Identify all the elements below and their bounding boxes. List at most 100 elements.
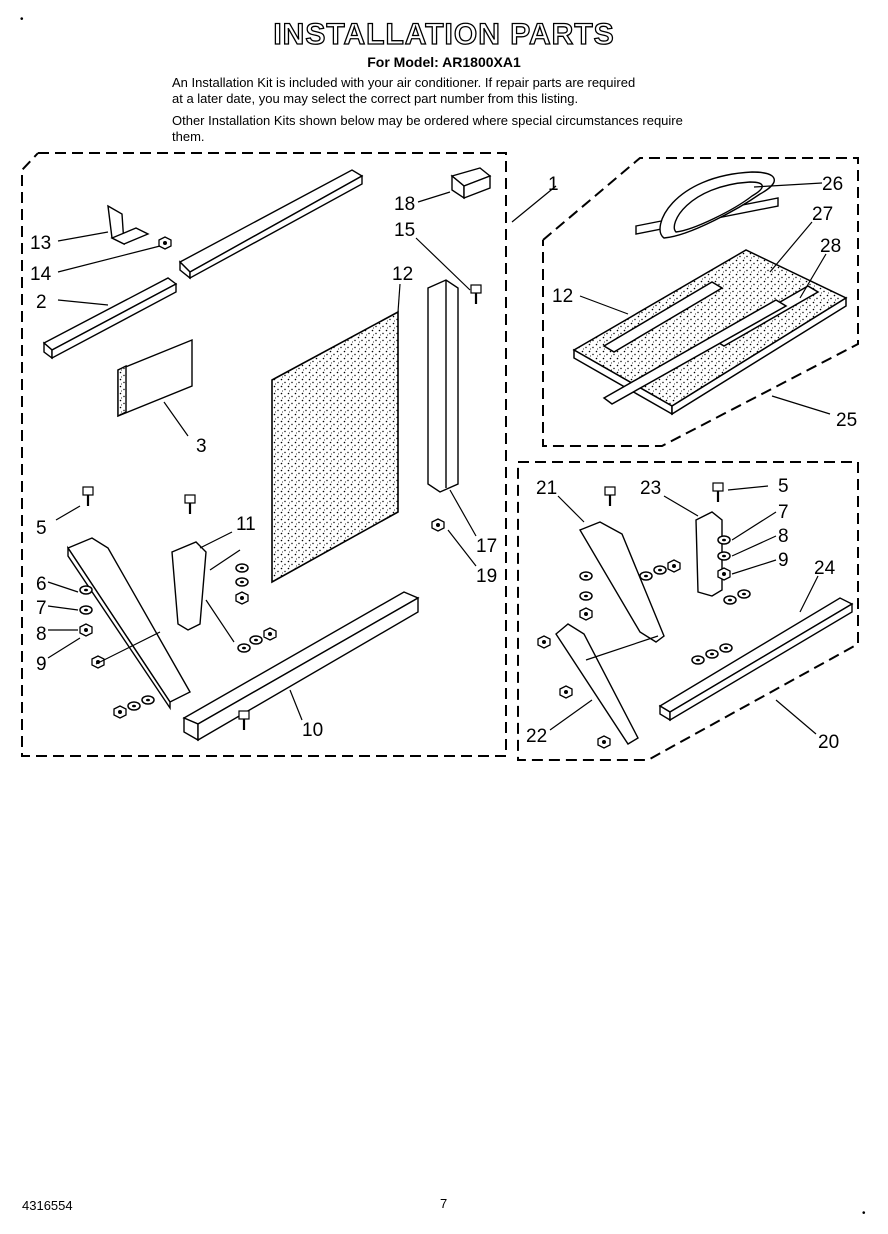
callout-label: 22: [526, 726, 547, 747]
kit-1-dashed-border: [21, 152, 507, 757]
nut-icon: [667, 559, 681, 573]
kit-20-dashed-border: [517, 461, 859, 761]
top-rail-part: [178, 169, 364, 280]
callout-label: 25: [836, 410, 857, 431]
intro-line-3: Other Installation Kits shown below may …: [172, 113, 683, 128]
callout-label: 6: [36, 574, 47, 595]
corner-mark-top-left: •: [20, 14, 24, 25]
callout-label: 28: [820, 236, 841, 257]
washer-icon: [717, 551, 731, 561]
washer-icon: [691, 655, 705, 665]
callout-label: 8: [36, 624, 47, 645]
kit-20-group: [517, 461, 859, 761]
callout-label: 12: [552, 286, 573, 307]
washer-icon: [737, 589, 751, 599]
screw-icon: [183, 493, 197, 516]
washer-icon: [249, 635, 263, 645]
corner-mark-bottom-right: •: [862, 1208, 866, 1219]
kit-20-leader-lines: [549, 485, 819, 735]
intro-line-1: An Installation Kit is included with you…: [172, 75, 636, 90]
arm-21-part: [578, 521, 665, 643]
kit-1-group: [21, 152, 507, 757]
callout-label: 7: [778, 502, 789, 523]
kit-25-group: [542, 157, 859, 447]
washer-icon: [235, 577, 249, 587]
leg-bracket-part: [171, 541, 207, 631]
callout-label: 23: [640, 478, 661, 499]
washer-icon: [719, 643, 733, 653]
bracket-part: [107, 204, 150, 246]
kit-25-callouts: 12 25 26 27 28: [552, 174, 857, 431]
washer-icon: [717, 535, 731, 545]
screw-icon: [237, 709, 251, 732]
seal-strip-part: [635, 171, 779, 239]
washer-icon: [127, 701, 141, 711]
callout-label: 27: [812, 204, 833, 225]
nut-icon: [263, 627, 277, 641]
callout-label: 3: [196, 436, 207, 457]
callout-label: 8: [778, 526, 789, 547]
washer-icon: [237, 643, 251, 653]
foam-panel-part: [271, 310, 399, 584]
document-number: 4316554: [22, 1198, 73, 1213]
callout-label: 21: [536, 478, 557, 499]
nut-icon: [537, 635, 551, 649]
callout-label: 7: [36, 598, 47, 619]
nut-icon: [597, 735, 611, 749]
arm-22-part: [555, 623, 639, 745]
callout-label: 2: [36, 292, 47, 313]
washer-icon: [235, 563, 249, 573]
nut-icon: [113, 705, 127, 719]
bracket-23-part: [695, 511, 723, 597]
rail-24-part: [658, 597, 854, 722]
kit-25-leader-lines: [579, 182, 831, 415]
vertical-rail-part: [427, 279, 459, 493]
callout-label: 9: [36, 654, 47, 675]
seal-block-part: [450, 167, 492, 200]
nut-icon: [158, 236, 172, 250]
callout-label: 15: [394, 220, 415, 241]
callout-label: 5: [36, 518, 47, 539]
page-number: 7: [440, 1196, 448, 1211]
washer-icon: [141, 695, 155, 705]
washer-icon: [579, 591, 593, 601]
callout-label: 14: [30, 264, 52, 285]
callout-label: 9: [778, 550, 789, 571]
callout-label: 1: [548, 174, 559, 195]
nut-icon: [559, 685, 573, 699]
nut-icon: [235, 591, 249, 605]
kit-20-callouts: 5 7 8 9 20 21 22 23 24: [526, 476, 839, 753]
kit-1-leader-lines: [47, 185, 557, 721]
screw-icon: [469, 283, 483, 306]
nut-icon: [717, 567, 731, 581]
foam-strip-part: [117, 338, 193, 418]
callout-label: 11: [236, 514, 256, 535]
screw-icon: [711, 481, 725, 504]
screw-icon: [81, 485, 95, 508]
intro-line-2: at a later date, you may select the corr…: [172, 91, 579, 106]
washer-icon: [79, 605, 93, 615]
foam-top-panel-part: [572, 249, 848, 416]
washer-icon: [639, 571, 653, 581]
kit-25-dashed-border: [542, 157, 859, 447]
callout-label: 20: [818, 732, 839, 753]
page-title: INSTALLATION PARTS: [273, 17, 615, 51]
callout-label: 12: [392, 264, 413, 285]
nut-icon: [579, 607, 593, 621]
kit-1-callouts: 1 2 3 5 6 7 8 9 10 11 12 13 14 15 17 18 …: [30, 174, 559, 741]
callout-label: 13: [30, 233, 51, 254]
intro-line-4: them.: [172, 129, 205, 144]
washer-icon: [705, 649, 719, 659]
washer-icon: [723, 595, 737, 605]
support-arm-part: [66, 537, 191, 711]
washer-icon: [79, 585, 93, 595]
nut-icon: [91, 655, 105, 669]
callout-label: 26: [822, 174, 843, 195]
callout-label: 18: [394, 194, 415, 215]
side-rail-part: [42, 277, 178, 360]
callout-label: 10: [302, 720, 323, 741]
callout-label: 17: [476, 536, 497, 557]
callout-label: 24: [814, 558, 836, 579]
callout-label: 19: [476, 566, 497, 587]
